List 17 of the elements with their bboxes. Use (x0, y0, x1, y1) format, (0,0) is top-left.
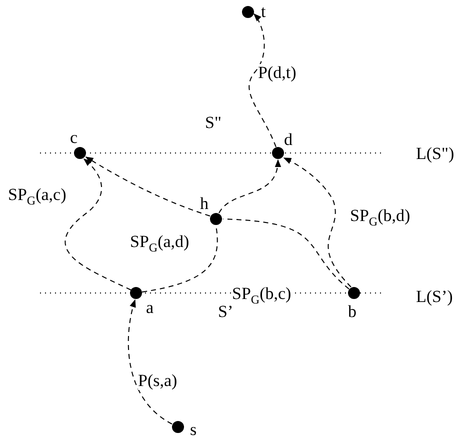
point-label: b (348, 303, 356, 320)
point-label: d (284, 131, 292, 148)
line-label: L(S") (416, 145, 454, 163)
edge-label: P(s,a) (138, 372, 178, 390)
edge-label: P(d,t) (258, 64, 296, 82)
path-arrow (218, 159, 280, 214)
point-label: t (261, 3, 266, 20)
point-label: a (146, 299, 154, 316)
point-label: s (190, 421, 197, 438)
line-label: L(S’) (416, 288, 453, 306)
path-arrow (248, 13, 276, 148)
path-arrow (128, 299, 172, 424)
point-label: h (200, 195, 208, 212)
path-arrow (85, 156, 210, 216)
path-arrow (283, 158, 352, 288)
point-label: c (70, 129, 78, 146)
path-arrow (64, 158, 132, 290)
